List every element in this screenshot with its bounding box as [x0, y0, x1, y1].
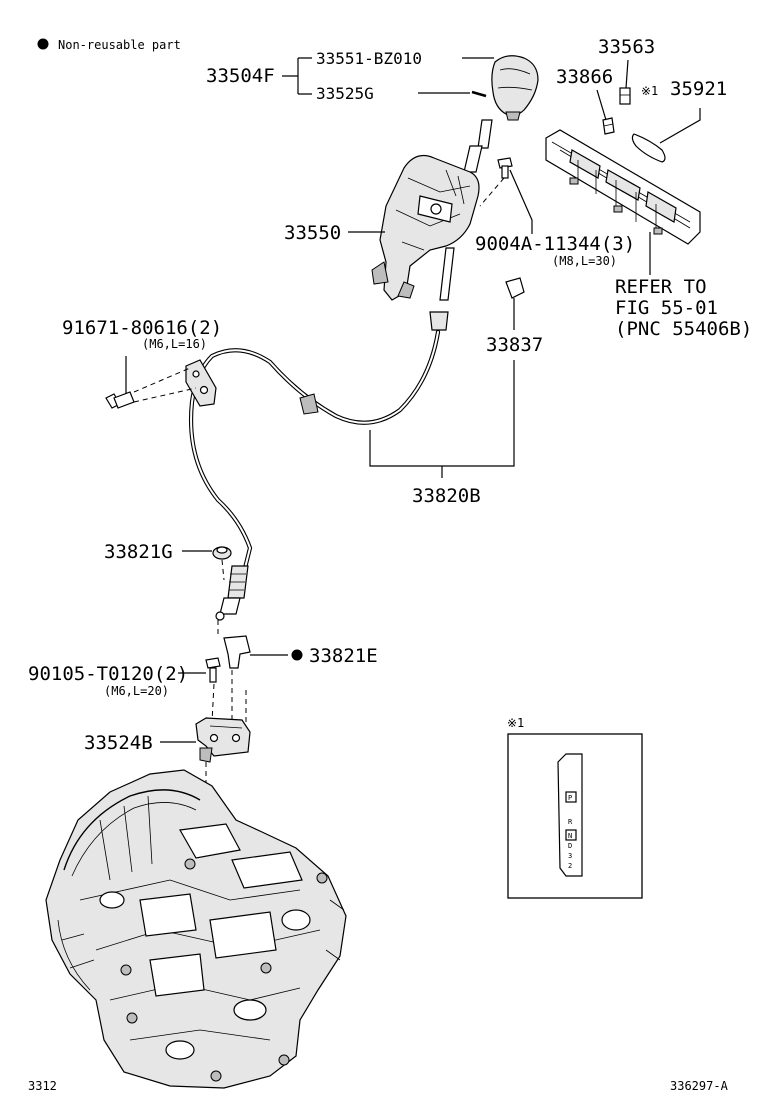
- gear-n: N: [568, 832, 572, 840]
- gear-2: 2: [568, 862, 572, 870]
- label-33504F: 33504F: [206, 65, 275, 87]
- inset-indicator-plate: P R N D 3 2: [557, 753, 583, 877]
- indicator-plate-35921: [631, 133, 666, 163]
- bolt-9004A: [497, 157, 513, 179]
- bracket-33524B: [195, 717, 251, 763]
- label-33821E: 33821E: [309, 645, 378, 667]
- bolt-91671: [105, 391, 135, 409]
- part-33563: [619, 87, 631, 105]
- refer-line-3: (PNC 55406B): [615, 318, 752, 340]
- dash-90105: [211, 683, 215, 723]
- label-33837: 33837: [486, 334, 543, 356]
- shift-lever-assembly: [371, 119, 493, 301]
- label-90105: 90105-T0120(2): [28, 663, 188, 685]
- leader-35921: [659, 108, 701, 144]
- label-33524B: 33524B: [84, 732, 153, 754]
- non-reusable-bullet-icon: [37, 38, 49, 50]
- leader-9004A: [509, 169, 533, 234]
- label-33563: 33563: [598, 36, 655, 58]
- footer-page-number: 3312: [28, 1079, 57, 1093]
- label-91671: 91671-80616(2): [62, 317, 222, 339]
- bracket-33504F: [282, 57, 312, 95]
- leader-33866: [596, 89, 607, 121]
- spec-90105: (M6,L=20): [104, 684, 169, 698]
- bolt-90105: [205, 657, 221, 683]
- label-9004A: 9004A-11344(3): [475, 233, 635, 255]
- shift-knob: [491, 55, 539, 121]
- label-33525G: 33525G: [316, 84, 374, 103]
- dash-33821G: [221, 559, 225, 581]
- gear-p: P: [568, 794, 572, 802]
- dash-91671-a: [133, 367, 191, 393]
- dash-91671-b: [133, 387, 197, 403]
- gear-d: D: [568, 842, 572, 850]
- note1-mark: ※1: [641, 84, 658, 98]
- label-35921: 35921: [670, 78, 727, 100]
- spec-9004A: (M8,L=30): [552, 254, 617, 268]
- refer-line-1: REFER TO: [615, 276, 707, 298]
- non-reusable-33821E-icon: [291, 649, 303, 661]
- label-33866: 33866: [556, 66, 613, 88]
- transaxle-assembly: [45, 769, 347, 1089]
- pin-33525G: [471, 90, 487, 98]
- inset-mark: ※1: [507, 716, 524, 730]
- console-upper-panel: [545, 129, 701, 245]
- clip-33821E: [223, 635, 251, 669]
- label-33820B: 33820B: [412, 485, 481, 507]
- part-33866: [602, 117, 615, 135]
- label-33550: 33550: [284, 222, 341, 244]
- clip-33837: [505, 277, 525, 299]
- bushing-33821G: [212, 546, 232, 560]
- control-cable: [185, 247, 455, 621]
- label-33551-BZ010: 33551-BZ010: [316, 49, 422, 68]
- dash-9004A: [479, 177, 505, 207]
- label-33821G: 33821G: [104, 541, 173, 563]
- leader-33563: [625, 59, 629, 89]
- gear-3: 3: [568, 852, 572, 860]
- legend-text: Non-reusable part: [58, 38, 181, 52]
- footer-drawing-id: 336297-A: [670, 1079, 729, 1093]
- gear-r: R: [568, 818, 573, 826]
- spec-91671: (M6,L=16): [142, 337, 207, 351]
- refer-line-2: FIG 55-01: [615, 297, 718, 319]
